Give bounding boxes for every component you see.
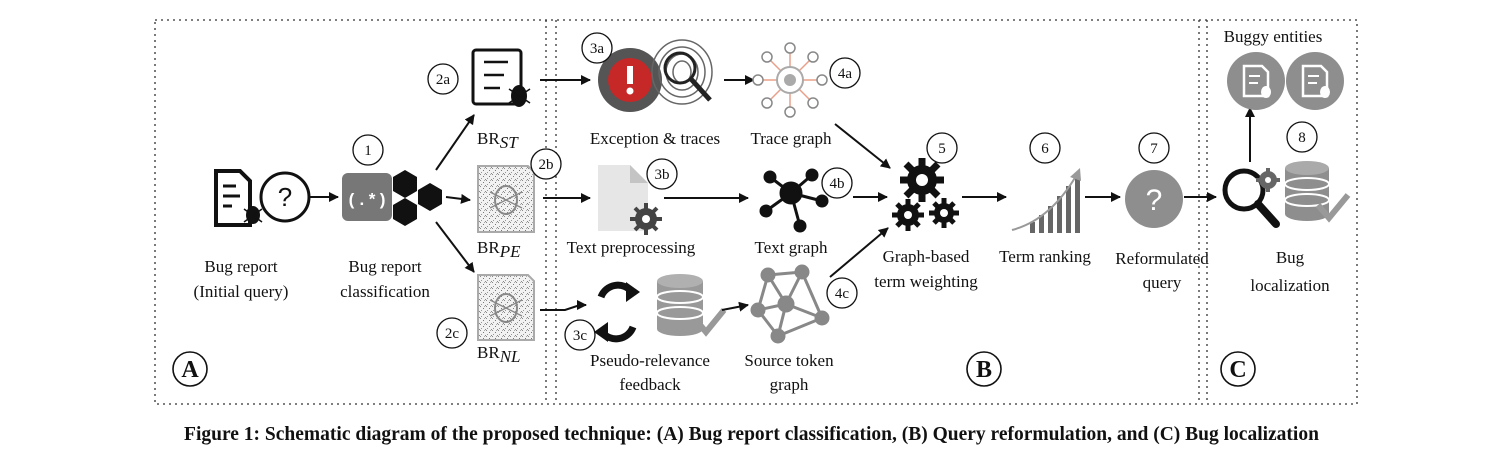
step-3a: 3a	[581, 32, 613, 64]
source-token-sublabel: graph	[770, 375, 809, 394]
svg-text:1: 1	[364, 143, 372, 159]
regex-classifier-icon	[342, 170, 442, 226]
svg-text:2a: 2a	[436, 72, 451, 88]
term-ranking-label: Term ranking	[999, 247, 1091, 266]
classification-sublabel: classification	[340, 282, 430, 301]
arrow-nl-to-prf	[540, 300, 587, 311]
buggy-entity-file-icon	[1227, 52, 1285, 110]
reformulated-label: Reformulated	[1115, 249, 1209, 268]
trace-graph-icon	[752, 42, 828, 118]
section-c-label: C	[1229, 357, 1246, 383]
source-token-graph-icon	[750, 264, 830, 344]
schematic-diagram: A B C ? Bug report (Initial query) (.*) …	[154, 19, 1358, 405]
text-preprocessing-label: Text preprocessing	[567, 238, 696, 257]
svg-text:3b: 3b	[655, 167, 670, 183]
classification-label: Bug report	[348, 257, 421, 276]
arrow-to-br-pe	[445, 193, 471, 204]
step-4c: 4c	[826, 277, 858, 309]
bug-localization-sublabel: localization	[1250, 276, 1330, 295]
text-graph-icon	[759, 168, 829, 233]
arrow-to-br-st	[435, 114, 475, 171]
question-mark: ?	[278, 182, 292, 212]
text-preprocessing-icon	[598, 165, 662, 235]
step-5: 5	[926, 132, 958, 164]
step-4b: 4b	[821, 167, 853, 199]
step-7: 7	[1138, 132, 1170, 164]
svg-text:2b: 2b	[539, 157, 554, 173]
section-a-label: A	[181, 357, 199, 383]
step-3c: 3c	[564, 319, 596, 351]
svg-text:3a: 3a	[590, 41, 605, 57]
exception-traces-icon	[598, 39, 713, 112]
reformulated-query-icon	[1125, 170, 1183, 228]
prf-refresh-icon	[594, 281, 640, 343]
bug-report-sublabel: (Initial query)	[194, 282, 289, 301]
buggy-entity-file-icon-2	[1286, 52, 1344, 110]
svg-text:7: 7	[1150, 141, 1158, 157]
bug-report-label: Bug report	[204, 257, 277, 276]
text-graph-label: Text graph	[755, 238, 828, 257]
section-c-marker: C	[1220, 351, 1256, 387]
arrow-to-br-nl	[435, 221, 475, 273]
exception-traces-label: Exception & traces	[590, 129, 720, 148]
arrow-source-to-weighting	[829, 227, 889, 278]
outer-dotted-frame	[154, 19, 1358, 405]
weighting-label: Graph-based	[883, 247, 970, 266]
figure-caption: Figure 1: Schematic diagram of the propo…	[184, 424, 1319, 445]
svg-text:4c: 4c	[835, 286, 850, 302]
br-pe-label: BRPE	[477, 238, 521, 261]
step-6: 6	[1029, 132, 1061, 164]
svg-text:4b: 4b	[830, 176, 845, 192]
step-4a: 4a	[829, 57, 861, 89]
section-b-marker: B	[966, 351, 1002, 387]
step-2c: 2c	[436, 317, 468, 349]
section-a-marker: A	[172, 351, 208, 387]
arrow-prf-to-source-graph	[721, 301, 749, 312]
br-nl-document-icon	[477, 274, 535, 341]
step-3b: 3b	[646, 158, 678, 190]
svg-text:3c: 3c	[573, 328, 588, 344]
svg-text:6: 6	[1041, 141, 1049, 157]
bug-localization-icon	[1222, 161, 1351, 228]
bug-report-icon	[214, 169, 311, 227]
prf-sublabel: feedback	[619, 375, 681, 394]
section-b-label: B	[976, 357, 992, 383]
step-8: 8	[1286, 121, 1318, 153]
term-ranking-chart-icon	[1011, 168, 1081, 233]
step-2b: 2b	[530, 148, 562, 180]
br-nl-label: BRNL	[477, 343, 520, 366]
svg-text:5: 5	[938, 141, 946, 157]
svg-text:2c: 2c	[445, 326, 460, 342]
step-1: 1	[352, 134, 384, 166]
prf-label: Pseudo-relevance	[590, 351, 710, 370]
buggy-entities-label: Buggy entities	[1224, 27, 1323, 46]
svg-text:8: 8	[1298, 130, 1306, 146]
section-boxes	[154, 19, 1358, 405]
br-st-label: BRST	[477, 129, 519, 152]
br-st-checklist-icon	[471, 48, 531, 107]
svg-text:4a: 4a	[838, 66, 853, 82]
regex-text: (.*)	[347, 192, 388, 211]
query-question-mark: ?	[1146, 184, 1163, 217]
reformulated-sublabel: query	[1143, 273, 1182, 292]
bug-localization-label: Bug	[1276, 248, 1305, 267]
arrow-trace-to-weighting	[834, 123, 891, 169]
source-token-label: Source token	[744, 351, 834, 370]
prf-database-icon	[656, 274, 727, 337]
gears-icon	[892, 158, 959, 231]
weighting-sublabel: term weighting	[874, 272, 978, 291]
br-pe-document-icon	[477, 165, 535, 233]
step-2a: 2a	[427, 63, 459, 95]
trace-graph-label: Trace graph	[750, 129, 832, 148]
